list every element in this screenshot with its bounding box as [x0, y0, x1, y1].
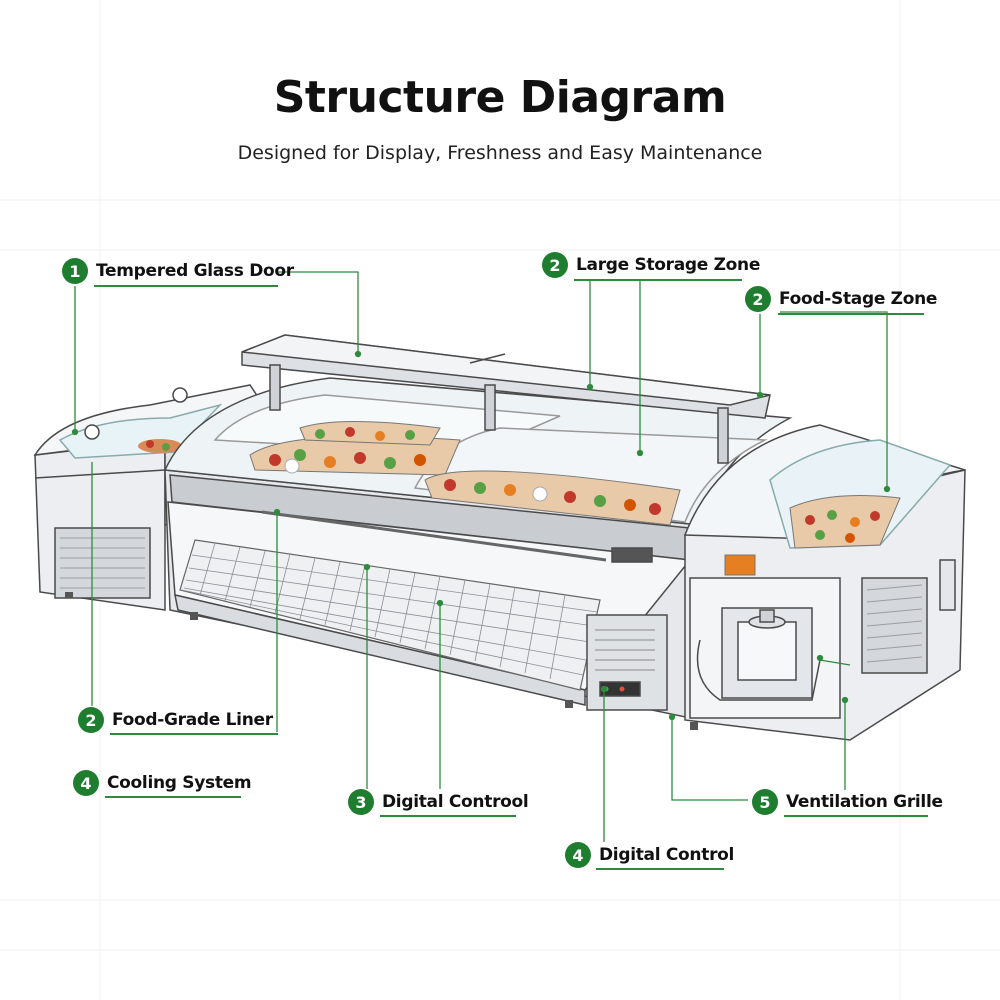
top-canopy [241, 334, 771, 464]
callout-underline [105, 796, 241, 798]
callout-label: Large Storage Zone [576, 255, 761, 275]
callout-number-badge: 3 [348, 789, 374, 815]
callout-label: Digital Control [599, 845, 735, 865]
callout-ventilation-grille: 5 Ventilation Grille [752, 787, 943, 817]
leader-lines [71, 271, 891, 842]
right-food-tray [724, 495, 901, 576]
callout-food-stage-zone: 2 Food-Stage Zone [745, 284, 937, 314]
wire-basket [179, 539, 601, 691]
callout-underline [778, 313, 924, 315]
callout-label: Ventilation Grille [786, 792, 943, 812]
callout-label: Food-Stage Zone [779, 289, 938, 309]
callout-digital-controol: 3 Digital Controol [348, 787, 529, 817]
callout-label: Tempered Glass Door [96, 261, 294, 281]
page-title: Structure Diagram [273, 72, 727, 123]
callout-number-badge: 4 [73, 770, 99, 796]
callout-underline [94, 285, 278, 287]
callout-digital-control: 4 Digital Control [565, 840, 734, 870]
callout-number-badge: 2 [745, 286, 771, 312]
callout-number-badge: 2 [542, 252, 568, 278]
callout-label: Cooling System [107, 773, 252, 793]
callout-number-badge: 5 [752, 789, 778, 815]
callout-number-badge: 2 [78, 707, 104, 733]
page-subtitle: Designed for Display, Freshness and Easy… [237, 142, 763, 164]
cabinet-feet [65, 592, 698, 730]
callout-label: Digital Controol [382, 792, 529, 812]
callout-underline [574, 279, 742, 281]
callout-underline [596, 868, 724, 870]
callout-cooling-system: 4 Cooling System [73, 768, 252, 798]
callout-underline [380, 815, 516, 817]
right-cabinet [683, 424, 966, 741]
left-food-tray [138, 439, 182, 453]
callout-tempered-glass-door: 1 Tempered Glass Door [62, 256, 294, 286]
callout-large-storage-zone: 2 Large Storage Zone [542, 250, 760, 280]
control-panel [586, 547, 668, 711]
callout-number-badge: 1 [62, 258, 88, 284]
callout-number-badge: 4 [565, 842, 591, 868]
callout-food-grade-liner: 2 Food-Grade Liner [78, 705, 273, 735]
callout-underline [784, 815, 928, 817]
food-trays [249, 421, 681, 526]
callout-label: Food-Grade Liner [112, 710, 273, 730]
callout-underline [110, 733, 278, 735]
